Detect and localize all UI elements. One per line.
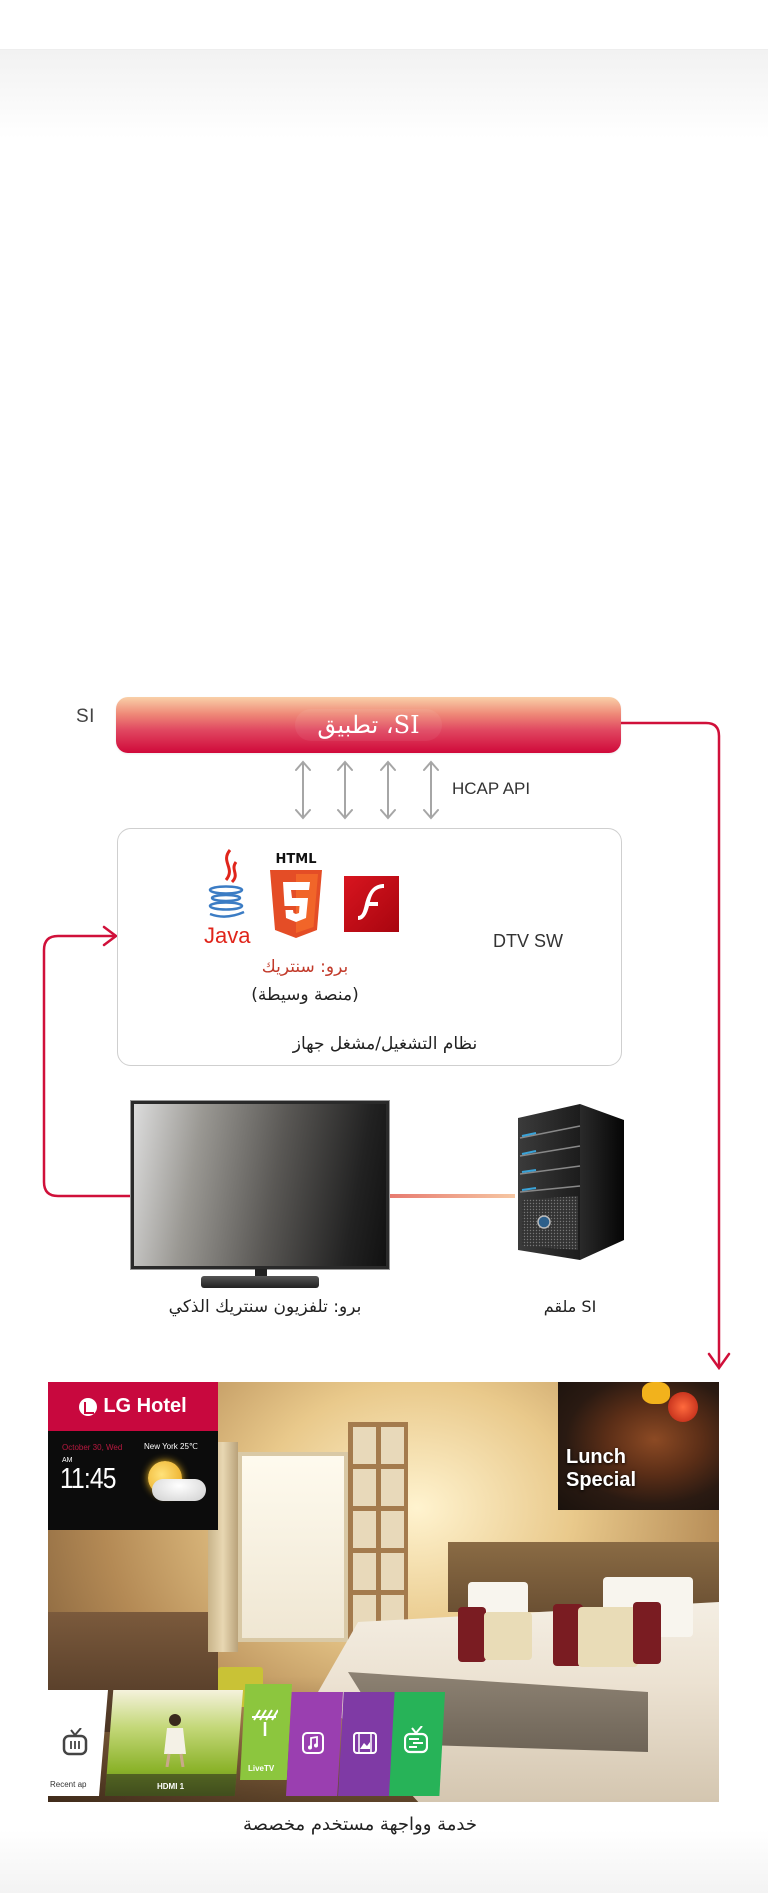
promo-line-2: Special	[566, 1469, 637, 1491]
pro-centric-label: برو: سنتريك	[261, 957, 349, 977]
tomato-image	[668, 1392, 698, 1422]
music-icon	[302, 1732, 324, 1754]
clock-time: 11:45	[60, 1463, 116, 1495]
tv-icon	[62, 1728, 88, 1756]
tile-recent-apps[interactable]: Recent ap	[48, 1690, 108, 1796]
pro-centric-smart-tv-label: برو: تلفزيون سنتريك الذكي	[168, 1297, 362, 1317]
channel-guide-icon	[404, 1726, 428, 1754]
connector-app-to-ui	[621, 721, 721, 1366]
pillow	[633, 1602, 661, 1664]
antenna-icon	[252, 1709, 278, 1736]
hotel-brand-name: LG Hotel	[103, 1395, 187, 1417]
window-scenery	[238, 1452, 348, 1642]
si-side-label: SI	[76, 706, 95, 727]
si-server-label: SI ملقم	[543, 1297, 597, 1316]
top-background-band	[0, 49, 768, 139]
clock-weather-widget: October 30, Wed AM 11:45 New York 25℃	[48, 1431, 218, 1530]
promo-line-1: Lunch	[566, 1446, 626, 1468]
hcap-api-label: HCAP API	[452, 779, 531, 798]
tile-livetv[interactable]: LiveTV	[240, 1684, 292, 1780]
tile-photo-video[interactable]	[338, 1692, 395, 1796]
bottom-background-band	[0, 1830, 768, 1893]
middleware-box	[117, 828, 622, 1066]
cloud-icon	[152, 1479, 206, 1501]
lunch-special-promo[interactable]: Lunch Special	[558, 1382, 719, 1510]
os-device-player-label: نظام التشغيل/مشغل جهاز	[292, 1034, 478, 1054]
date-text: October 30, Wed	[62, 1443, 123, 1452]
tv-neck	[255, 1269, 267, 1277]
arrow-head-down-icon	[707, 1352, 731, 1371]
tile-music[interactable]	[286, 1692, 343, 1796]
svg-text:HTML: HTML	[276, 852, 317, 867]
launcher-bar: Recent ap HDMI 1 LiveTV	[48, 1684, 468, 1796]
connector-tv-to-server	[389, 1194, 515, 1198]
middleware-label: (منصة وسيطة)	[251, 985, 359, 1005]
flash-logo-icon	[344, 876, 399, 932]
smart-tv-image	[130, 1100, 390, 1288]
photo-video-icon	[353, 1732, 377, 1754]
tile-channel-guide[interactable]	[389, 1692, 445, 1796]
tv-screen	[130, 1100, 390, 1270]
tile-hdmi-bar	[105, 1774, 243, 1796]
weather-city-temp: New York 25℃	[144, 1442, 198, 1451]
hotel-ui-screenshot: LG Hotel October 30, Wed AM 11:45 New Yo…	[48, 1382, 719, 1802]
arrow-head-right-icon	[102, 925, 119, 947]
pillow	[458, 1607, 486, 1662]
api-double-arrows-icon	[295, 760, 439, 820]
promo-text: Lunch Special	[566, 1446, 636, 1492]
pepper-image	[642, 1382, 670, 1404]
si-app-label: SI، تطبيق	[295, 709, 442, 741]
ampm-text: AM	[62, 1457, 73, 1464]
svg-text:Java: Java	[204, 923, 251, 948]
girl-in-field-thumbnail	[164, 1714, 186, 1767]
html5-logo-icon: HTML	[270, 852, 322, 938]
pillow	[578, 1607, 638, 1667]
tv-stand	[201, 1276, 319, 1288]
java-logo-icon: Java	[204, 849, 251, 948]
lg-logo-icon	[79, 1397, 98, 1416]
tile-livetv-label: LiveTV	[248, 1764, 275, 1773]
hotel-info-panel: LG Hotel October 30, Wed AM 11:45 New Yo…	[48, 1382, 218, 1530]
tile-hdmi-1[interactable]: HDMI 1	[105, 1690, 243, 1796]
custom-ui-caption: خدمة وواجهة مستخدم مخصصة	[243, 1814, 477, 1835]
dtv-sw-label: DTV SW	[493, 931, 563, 951]
hotel-brand-header: LG Hotel	[48, 1382, 218, 1431]
pillow	[484, 1612, 532, 1660]
tile-hdmi-label: HDMI 1	[157, 1782, 185, 1791]
si-server-icon	[518, 1104, 624, 1260]
tile-recent-label: Recent ap	[50, 1780, 87, 1789]
si-app-bar: SI، تطبيق	[116, 697, 621, 753]
